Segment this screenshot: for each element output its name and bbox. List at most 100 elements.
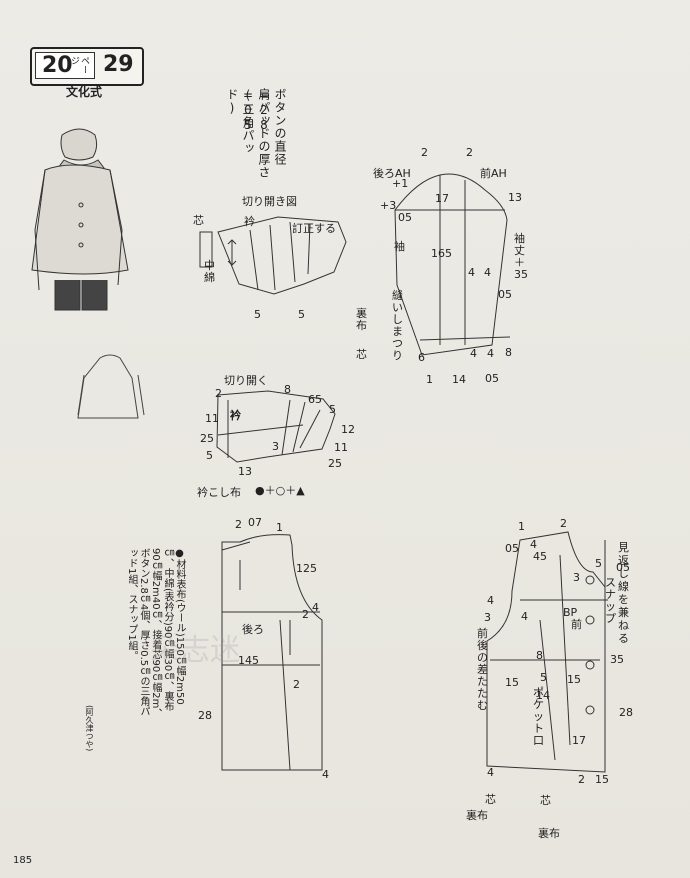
interfacing-label: 芯	[193, 214, 204, 227]
dim-label: 35	[610, 653, 624, 666]
dim-label: 3	[272, 440, 279, 453]
collar-stand-label: 衿こし布	[197, 486, 241, 499]
dim-label: 4	[322, 768, 329, 781]
back-label: 後ろ	[242, 623, 264, 636]
back-armhole-label: 後ろAH	[373, 167, 411, 180]
pattern-number: 29	[103, 52, 134, 77]
dim-label: 1	[518, 520, 525, 533]
materials-body: 表布(ウール)150㎝幅2m50㎝、中綿(表衿分)90㎝幅30㎝、裏布90㎝幅2…	[126, 548, 185, 719]
dim-label: 2	[560, 517, 567, 530]
dim-label: 05	[485, 372, 499, 385]
facing-line-label: 見返し線を兼ねる	[618, 541, 629, 645]
dim-label: 4	[487, 766, 494, 779]
dim-label: 05	[498, 288, 512, 301]
dim-label: 25	[200, 432, 214, 445]
back-view-sketch	[77, 354, 145, 419]
dim-label: 4	[487, 594, 494, 607]
dim-label: 45	[533, 550, 547, 563]
collar-cutting-diagram	[199, 216, 347, 295]
page-reference: 20	[42, 53, 73, 78]
dim-label: 15	[505, 676, 519, 689]
interfacing-label-4: 芯	[485, 793, 496, 806]
bust-point-label: BP	[563, 606, 578, 619]
dim-label: 5	[298, 308, 305, 321]
lining-label-2: 裏布	[538, 827, 560, 840]
materials-heading: ●材料	[174, 548, 185, 579]
dim-label: 28	[198, 709, 212, 722]
pattern-number-badge: 20 ページ 29	[30, 47, 144, 86]
pad-type-note: (三角パッド)	[225, 88, 255, 155]
dim-label: 1	[276, 521, 283, 534]
page-unit: ページ	[69, 56, 89, 74]
dim-label: 25	[328, 457, 342, 470]
front-label: 前	[571, 618, 582, 631]
dim-label: 05	[505, 542, 519, 555]
dim-label: 1	[426, 373, 433, 386]
dim-label: 11	[334, 441, 348, 454]
pad-note: 肩パッドの厚さ=05	[241, 88, 271, 179]
batting-label: 中綿	[204, 259, 215, 284]
dim-label: 12	[341, 423, 355, 436]
collar-label-2: 衿	[230, 409, 241, 422]
dim-label: 4	[487, 347, 494, 360]
front-armhole-label: 前AH	[480, 167, 507, 180]
sleeve-draft	[394, 173, 511, 356]
dim-label: 15	[595, 773, 609, 786]
dim-label: 28	[619, 706, 633, 719]
collar-label: 衿	[244, 215, 255, 228]
dim-label: 2	[421, 146, 428, 159]
front-back-difference-label: 前後の差たたむ	[477, 627, 488, 712]
interfacing-label-3: 芯	[540, 794, 551, 807]
dim-label: 2	[235, 518, 242, 531]
dim-label: 125	[296, 562, 317, 575]
dim-label: 3	[484, 611, 491, 624]
dim-label: 4	[312, 601, 319, 614]
symbols-label: ●＋○＋▲	[255, 484, 305, 497]
back-body-draft	[221, 534, 323, 771]
dim-label: 15	[567, 673, 581, 686]
dim-label: 8	[284, 383, 291, 396]
cutting-diagram-label: 切り開き図	[242, 195, 297, 208]
dim-label: 2	[293, 678, 300, 691]
dim-label: 2	[215, 387, 222, 400]
dim-label: 2	[578, 773, 585, 786]
materials-list: ●材料表布(ウール)150㎝幅2m50㎝、中綿(表衿分)90㎝幅30㎝、裏布90…	[90, 548, 185, 723]
model-illustration	[31, 128, 129, 311]
dim-label: 4	[484, 266, 491, 279]
dim-label: 17	[572, 734, 586, 747]
correct-label: 訂正する	[292, 222, 336, 235]
dim-label: 2	[302, 608, 309, 621]
drafting-method: 文化式	[66, 85, 103, 99]
dim-label: 4	[530, 538, 537, 551]
dim-label: 8	[505, 346, 512, 359]
page-reference-box: 20 ページ	[35, 52, 95, 79]
button-note: ボタンの直径=28	[257, 88, 287, 166]
lining-label-3: 裏布	[466, 809, 488, 822]
dim-label: 14	[536, 689, 550, 702]
dim-label: 4	[468, 266, 475, 279]
snap-label: スナップ	[605, 576, 616, 625]
dim-label: 4	[521, 610, 528, 623]
lining-label: 裏布	[356, 307, 367, 332]
dim-label: 65	[308, 393, 322, 406]
hem-finish-label: 縫いしまつり	[392, 289, 403, 362]
dim-label: +1	[392, 177, 409, 190]
dim-label: 5	[595, 557, 602, 570]
interfacing-label-2: 芯	[356, 348, 367, 361]
dim-label: 05	[616, 561, 630, 574]
dim-label: 6	[418, 351, 425, 364]
dim-label: 165	[431, 247, 452, 260]
dim-label: 145	[238, 654, 259, 667]
front-body-draft	[486, 531, 608, 773]
sleeve-length-label: 袖丈＋35	[514, 232, 528, 281]
dim-label: 17	[435, 192, 449, 205]
dim-label: 14	[452, 373, 466, 386]
pocket-opening-label: ポケット口	[533, 686, 544, 747]
dim-label: 11	[205, 412, 219, 425]
sleeve-label: 袖	[394, 240, 405, 253]
dim-label: 05	[398, 211, 412, 224]
dim-label: 5	[329, 403, 336, 416]
dim-label: 8	[536, 649, 543, 662]
